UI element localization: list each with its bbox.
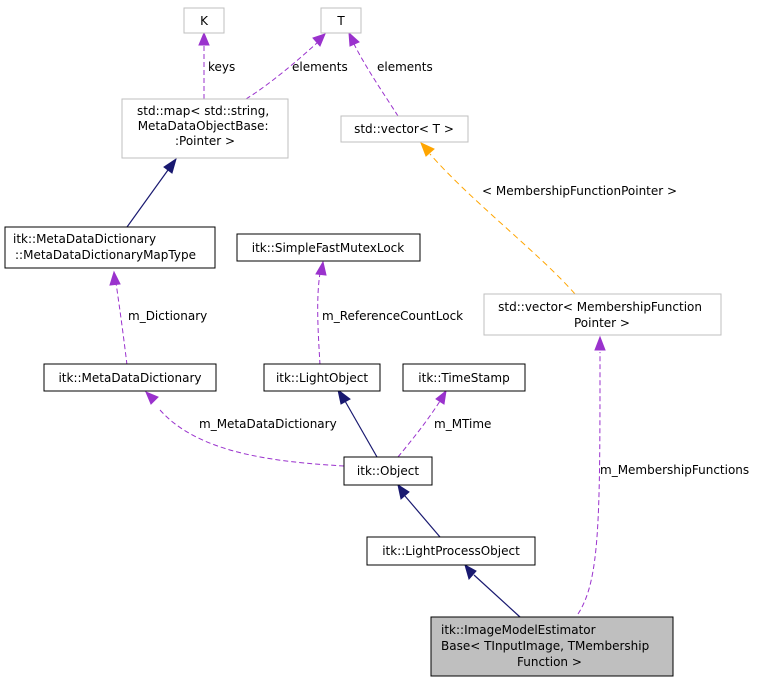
node-time-stamp-label: itk::TimeStamp: [418, 371, 509, 385]
edge-inherit-light-process-object-line: [473, 574, 521, 618]
edge-keys-arrowhead: [198, 31, 210, 46]
node-std-vector-membership: std::vector< MembershipFunction Pointer …: [483, 293, 722, 336]
edge-template-instance-arrowhead: [420, 142, 435, 157]
node-image-model-estimator: itk::ImageModelEstimator Base< TInputIma…: [430, 616, 674, 677]
node-time-stamp: itk::TimeStamp: [402, 363, 526, 392]
edge-inherit-map: [126, 157, 177, 228]
node-k-label: K: [200, 14, 209, 28]
edge-label-elements-map: elements: [292, 60, 348, 74]
node-std-vector-t: std::vector< T >: [340, 115, 469, 143]
node-t-label: T: [336, 14, 345, 28]
edge-inherit-object-arrowhead: [397, 483, 410, 500]
node-meta-data-dictionary-label: itk::MetaDataDictionary: [58, 371, 201, 385]
edge-label-m-reference-count-lock: m_ReferenceCountLock: [322, 309, 463, 323]
node-light-process-object-label: itk::LightProcessObject: [382, 544, 520, 558]
node-image-model-estimator-label: itk::ImageModelEstimator Base< TInputIma…: [441, 623, 653, 669]
node-meta-dict-map-type-label: itk::MetaDataDictionary ::MetaDataDictio…: [13, 232, 196, 262]
edge-elements-vector-line: [353, 43, 399, 117]
edge-m-meta-data-dictionary-line: [159, 409, 345, 467]
edge-inherit-light-object: [337, 388, 378, 458]
node-std-vector-membership-label: std::vector< MembershipFunction Pointer …: [498, 300, 706, 330]
edge-keys: keys: [198, 31, 235, 99]
edge-m-dictionary-arrowhead: [109, 270, 121, 286]
edge-m-dictionary: m_Dictionary: [109, 270, 207, 366]
edge-elements-vector-arrowhead: [348, 31, 360, 47]
edge-label-elements-vector: elements: [377, 60, 433, 74]
edge-inherit-light-object-arrowhead: [337, 388, 351, 405]
edge-elements-map-arrowhead: [312, 33, 326, 47]
node-meta-dict-map-type: itk::MetaDataDictionary ::MetaDataDictio…: [4, 226, 216, 269]
node-std-map-label: std::map< std::string, MetaDataObjectBas…: [137, 104, 273, 148]
edge-label-membership-function-pointer: < MembershipFunctionPointer >: [482, 184, 677, 198]
edge-template-instance-line: [429, 153, 576, 295]
node-simple-fast-mutex-lock: itk::SimpleFastMutexLock: [236, 233, 421, 262]
edge-m-reference-count-lock: m_ReferenceCountLock: [315, 260, 463, 366]
edge-m-reference-count-lock-line: [317, 272, 321, 366]
node-light-process-object: itk::LightProcessObject: [366, 536, 536, 566]
node-object: itk::Object: [343, 456, 433, 486]
edge-elements-map: elements: [245, 33, 348, 100]
edge-inherit-object: [397, 483, 441, 538]
edge-m-membership-functions-line: [577, 351, 601, 615]
edge-elements-map-line: [245, 41, 319, 100]
edge-inherit-light-object-line: [344, 400, 378, 458]
edge-m-membership-functions-arrowhead: [594, 335, 606, 351]
node-light-object-label: itk::LightObject: [276, 371, 368, 385]
edge-label-m-dictionary: m_Dictionary: [128, 309, 207, 323]
edge-m-meta-data-dictionary: m_MetaDataDictionary: [145, 391, 345, 467]
node-light-object: itk::LightObject: [263, 363, 381, 392]
node-std-vector-t-label: std::vector< T >: [354, 122, 454, 136]
node-t: T: [320, 7, 362, 34]
edge-inherit-map-line: [126, 169, 169, 228]
edge-m-mtime: m_MTime: [397, 389, 491, 458]
node-simple-fast-mutex-lock-label: itk::SimpleFastMutexLock: [252, 241, 405, 255]
edge-m-meta-data-dictionary-arrowhead: [145, 391, 159, 405]
edge-m-membership-functions: m_MembershipFunctions: [577, 335, 749, 615]
edge-inherit-map-arrowhead: [163, 157, 177, 174]
edge-inherit-object-line: [404, 495, 441, 538]
edge-m-mtime-line: [397, 400, 441, 458]
edge-m-mtime-arrowhead: [435, 389, 447, 405]
edge-label-m-membership-functions: m_MembershipFunctions: [600, 463, 749, 477]
edge-m-dictionary-line: [115, 282, 128, 366]
edge-inherit-light-process-object-arrowhead: [464, 563, 477, 581]
node-std-map: std::map< std::string, MetaDataObjectBas…: [121, 98, 289, 159]
edge-elements-vector: elements: [348, 31, 433, 117]
edge-label-keys: keys: [208, 60, 235, 74]
edge-label-m-meta-data-dictionary: m_MetaDataDictionary: [199, 417, 337, 431]
edge-inherit-light-process-object: [464, 563, 521, 618]
edge-label-m-mtime: m_MTime: [434, 417, 491, 431]
node-meta-data-dictionary: itk::MetaDataDictionary: [43, 363, 217, 392]
edge-m-reference-count-lock-arrowhead: [315, 260, 327, 276]
edge-template-instance: < MembershipFunctionPointer >: [420, 142, 677, 295]
node-object-label: itk::Object: [357, 464, 419, 478]
node-k: K: [183, 7, 225, 34]
